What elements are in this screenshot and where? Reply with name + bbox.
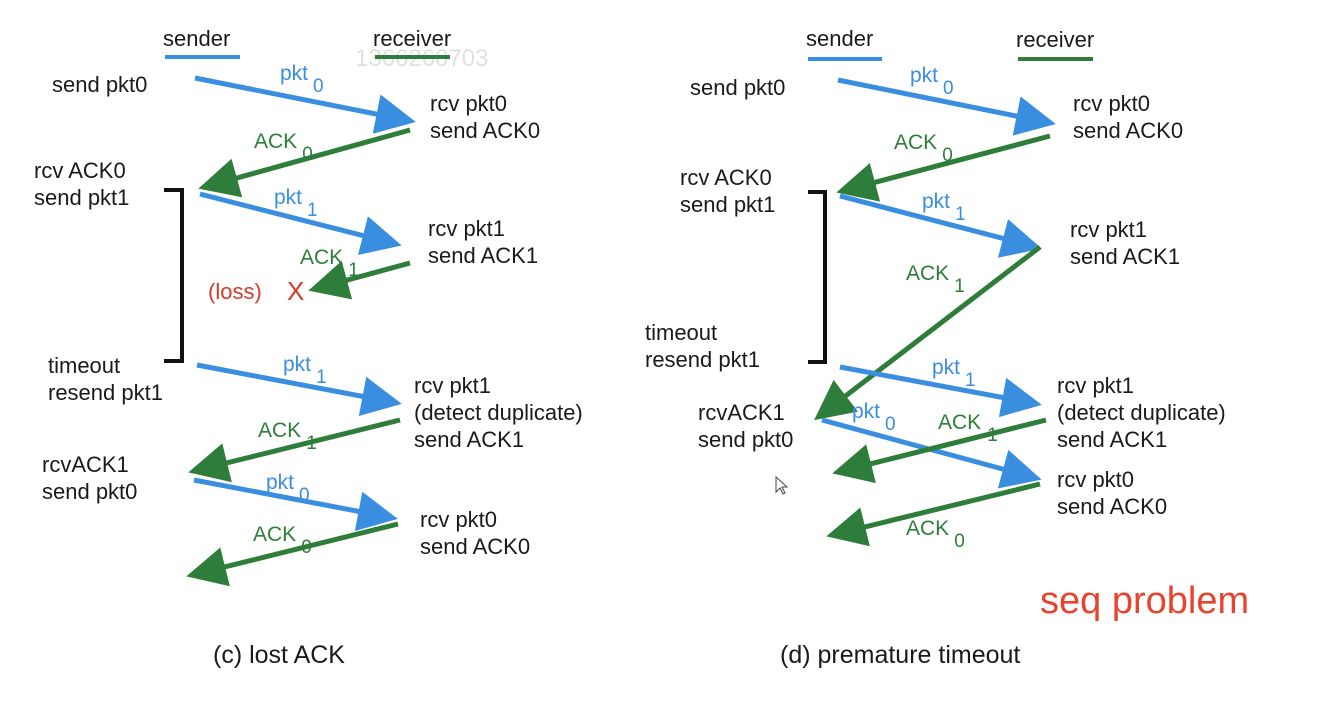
receiver-event-send-ack1: send ACK1 <box>428 243 538 268</box>
receiver-event-rcv-pkt1: rcv pkt1 <box>428 216 505 241</box>
arrow-ack1-delayed <box>814 245 1042 421</box>
arrow-pkt1-resend <box>839 364 1042 418</box>
sender-event-rcvack1: rcvACK1 <box>42 452 129 477</box>
receiver-event-detect-duplicate: (detect duplicate) <box>414 400 583 425</box>
loss-x-icon: X <box>287 276 304 306</box>
msg-label-pkt1: pkt1 <box>922 190 966 225</box>
receiver-event-send-ack1: send ACK1 <box>1070 244 1180 269</box>
msg-label-pkt1-resend: pkt1 <box>932 356 976 391</box>
receiver-event-rcv-pkt0-again: rcv pkt0 <box>420 507 497 532</box>
arrow-ack1-dup <box>188 417 401 483</box>
arrow-pkt0-next <box>193 477 398 532</box>
receiver-event-send-ack0: send ACK0 <box>1073 118 1183 143</box>
receiver-event-send-ack1-again: send ACK1 <box>414 427 524 452</box>
msg-label-ack0-next: ACK0 <box>253 523 312 558</box>
msg-label-pkt0: pkt0 <box>910 64 954 99</box>
legend-receiver-label: receiver <box>1016 27 1094 52</box>
sender-event-resend-pkt1: resend pkt1 <box>48 380 163 405</box>
arrow-ack0 <box>836 133 1051 202</box>
receiver-event-rcv-pkt0: rcv pkt0 <box>430 91 507 116</box>
arrow-ack1-lost <box>308 260 411 300</box>
msg-label-ack0: ACK0 <box>254 130 313 165</box>
receiver-event-send-ack1-again: send ACK1 <box>1057 427 1167 452</box>
arrow-ack0-next <box>186 521 399 587</box>
sender-event-send-pkt0-again: send pkt0 <box>698 427 793 452</box>
panel-premature-timeout: sender receiver send pkt0 rcv ACK0 send … <box>645 26 1226 669</box>
sender-event-send-pkt0-again: send pkt0 <box>42 479 137 504</box>
receiver-event-rcv-pkt0: rcv pkt0 <box>1073 91 1150 116</box>
timer-bracket <box>164 188 184 363</box>
sender-event-rcv-ack0: rcv ACK0 <box>680 165 772 190</box>
msg-label-ack1-dup: ACK1 <box>258 419 317 454</box>
msg-label-ack1-dup: ACK1 <box>938 411 998 446</box>
caption-premature-timeout: (d) premature timeout <box>780 641 1020 669</box>
msg-label-ack0-next: ACK0 <box>906 517 965 552</box>
arrow-pkt1-resend <box>196 362 402 417</box>
sender-event-send-pkt1: send pkt1 <box>680 192 775 217</box>
msg-label-ack1: ACK1 <box>906 262 965 297</box>
seq-problem-note: seq problem <box>1040 580 1249 622</box>
mouse-cursor-icon <box>775 475 789 495</box>
sender-event-send-pkt1: send pkt1 <box>34 185 129 210</box>
msg-label-pkt1-resend: pkt1 <box>283 353 327 388</box>
loss-label: (loss) <box>208 279 262 304</box>
arrow-ack1-dup <box>832 417 1047 484</box>
sender-event-send-pkt0: send pkt0 <box>690 75 785 100</box>
receiver-event-detect-duplicate: (detect duplicate) <box>1057 400 1226 425</box>
msg-label-pkt0: pkt0 <box>280 62 324 97</box>
msg-label-pkt0-next: pkt0 <box>852 400 896 435</box>
receiver-event-rcv-pkt0-again: rcv pkt0 <box>1057 467 1134 492</box>
sender-event-send-pkt0: send pkt0 <box>52 72 147 97</box>
arrow-pkt1 <box>839 193 1042 258</box>
receiver-event-rcv-pkt1: rcv pkt1 <box>1070 217 1147 242</box>
msg-label-ack0: ACK0 <box>894 131 953 166</box>
receiver-event-rcv-pkt1-dup: rcv pkt1 <box>414 373 491 398</box>
arrow-pkt0 <box>837 77 1056 136</box>
sender-event-resend-pkt1: resend pkt1 <box>645 347 760 372</box>
sender-event-rcvack1: rcvACK1 <box>698 400 785 425</box>
msg-label-pkt1: pkt1 <box>274 186 318 221</box>
sender-event-rcv-ack0: rcv ACK0 <box>34 158 126 183</box>
timer-bracket <box>808 190 827 364</box>
panel-lost-ack: sender receiver send pkt0 rcv ACK0 send … <box>34 26 583 669</box>
sender-event-timeout: timeout <box>645 320 717 345</box>
arrow-ack0-next <box>826 481 1041 547</box>
legend-receiver-label: receiver <box>373 26 451 51</box>
receiver-event-send-ack0: send ACK0 <box>430 118 540 143</box>
legend-sender-label: sender <box>806 26 873 51</box>
arrow-pkt1 <box>199 191 402 255</box>
receiver-event-rcv-pkt1-dup: rcv pkt1 <box>1057 373 1134 398</box>
arrow-ack0 <box>198 127 411 198</box>
msg-label-pkt0-next: pkt0 <box>266 471 310 506</box>
msg-label-ack1: ACK1 <box>300 246 359 281</box>
receiver-event-send-ack0-again: send ACK0 <box>420 534 530 559</box>
sender-event-timeout: timeout <box>48 353 120 378</box>
caption-lost-ack: (c) lost ACK <box>213 641 345 669</box>
arrow-pkt0 <box>194 75 416 134</box>
receiver-event-send-ack0-again: send ACK0 <box>1057 494 1167 519</box>
legend-sender-label: sender <box>163 26 230 51</box>
